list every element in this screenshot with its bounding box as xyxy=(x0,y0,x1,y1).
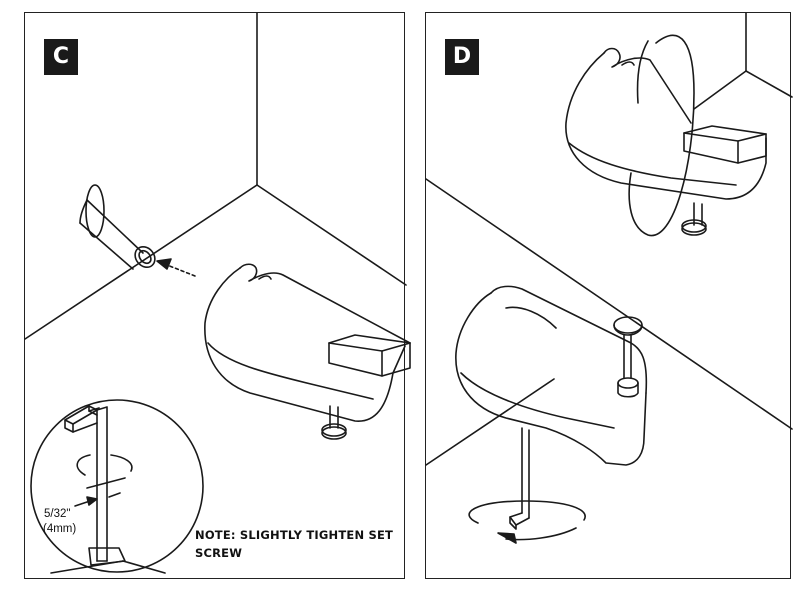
insert-arrow-icon xyxy=(156,258,196,277)
step-c-badge: C xyxy=(44,39,78,75)
wall-corner-lines xyxy=(425,12,793,466)
pipe-nipple xyxy=(79,184,156,270)
rotation-arrow-icon xyxy=(76,454,133,498)
rotation-arrow-icon xyxy=(468,500,586,544)
hex-key-size-mm: (4mm) xyxy=(43,523,77,535)
installed-spout xyxy=(455,285,648,466)
step-c-illustration xyxy=(24,12,411,574)
hex-key-icon xyxy=(509,427,530,530)
hex-key-icon xyxy=(64,405,126,566)
magnifier-inset xyxy=(30,399,204,574)
step-d-panel: D xyxy=(425,12,793,579)
step-c-panel: C xyxy=(24,12,411,579)
tighten-note: NOTE: SLIGHTLY TIGHTEN SET SCREW xyxy=(195,528,394,560)
step-d-badge: D xyxy=(445,39,479,75)
tub-spout xyxy=(204,263,411,440)
wall-corner-lines xyxy=(24,12,407,340)
step-d-illustration xyxy=(425,12,793,544)
rotating-spout xyxy=(565,34,767,237)
hex-key-size-inch: 5/32" xyxy=(44,508,71,520)
